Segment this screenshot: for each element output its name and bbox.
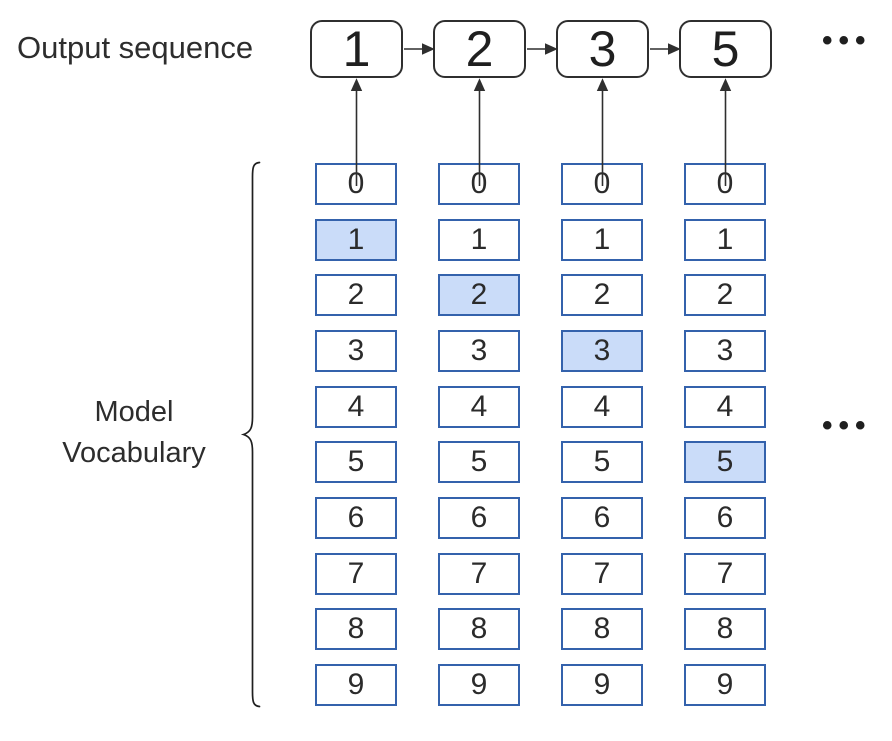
vocab-cell: 7 bbox=[561, 553, 643, 595]
vocab-cell: 2 bbox=[315, 274, 397, 316]
vocab-cell: 9 bbox=[438, 664, 520, 706]
output-token-box: 5 bbox=[679, 20, 772, 78]
vocab-cell: 7 bbox=[315, 553, 397, 595]
output-token-box: 1 bbox=[310, 20, 403, 78]
vocab-cell: 4 bbox=[315, 386, 397, 428]
vocab-cell: 5 bbox=[561, 441, 643, 483]
vocab-cell-highlighted: 5 bbox=[684, 441, 766, 483]
vocab-cell: 6 bbox=[561, 497, 643, 539]
vocab-cell-highlighted: 3 bbox=[561, 330, 643, 372]
vocab-cell-highlighted: 1 bbox=[315, 219, 397, 261]
vocab-cell: 0 bbox=[561, 163, 643, 205]
model-vocabulary-label: Model Vocabulary bbox=[62, 396, 206, 469]
vocab-cell: 8 bbox=[561, 608, 643, 650]
vocab-cell: 7 bbox=[438, 553, 520, 595]
output-token-box: 2 bbox=[433, 20, 526, 78]
vocab-cell: 9 bbox=[315, 664, 397, 706]
vocab-cell: 4 bbox=[561, 386, 643, 428]
vocab-cell: 3 bbox=[315, 330, 397, 372]
vocab-cell: 4 bbox=[438, 386, 520, 428]
vocab-cell: 0 bbox=[438, 163, 520, 205]
vocabulary-ellipsis: ••• bbox=[822, 409, 872, 442]
output-sequence-ellipsis: ••• bbox=[822, 24, 872, 57]
vocab-cell: 2 bbox=[561, 274, 643, 316]
vocabulary-brace bbox=[240, 161, 261, 708]
vocab-cell: 5 bbox=[315, 441, 397, 483]
output-sequence-label: Output sequence bbox=[17, 30, 254, 65]
vocab-cell: 5 bbox=[438, 441, 520, 483]
vocab-cell: 6 bbox=[438, 497, 520, 539]
vocab-cell-highlighted: 2 bbox=[438, 274, 520, 316]
output-token-box: 3 bbox=[556, 20, 649, 78]
vocab-cell: 4 bbox=[684, 386, 766, 428]
vocab-cell: 6 bbox=[315, 497, 397, 539]
vocab-cell: 0 bbox=[315, 163, 397, 205]
vocab-cell: 1 bbox=[684, 219, 766, 261]
vocab-cell: 2 bbox=[684, 274, 766, 316]
vocab-cell: 6 bbox=[684, 497, 766, 539]
vocab-cell: 7 bbox=[684, 553, 766, 595]
vocab-cell: 9 bbox=[684, 664, 766, 706]
vocab-cell: 0 bbox=[684, 163, 766, 205]
vocab-cell: 8 bbox=[438, 608, 520, 650]
vocab-cell: 3 bbox=[684, 330, 766, 372]
vocab-cell: 1 bbox=[438, 219, 520, 261]
vocab-cell: 3 bbox=[438, 330, 520, 372]
vocab-cell: 8 bbox=[315, 608, 397, 650]
vocab-cell: 9 bbox=[561, 664, 643, 706]
vocab-cell: 8 bbox=[684, 608, 766, 650]
vocab-cell: 1 bbox=[561, 219, 643, 261]
